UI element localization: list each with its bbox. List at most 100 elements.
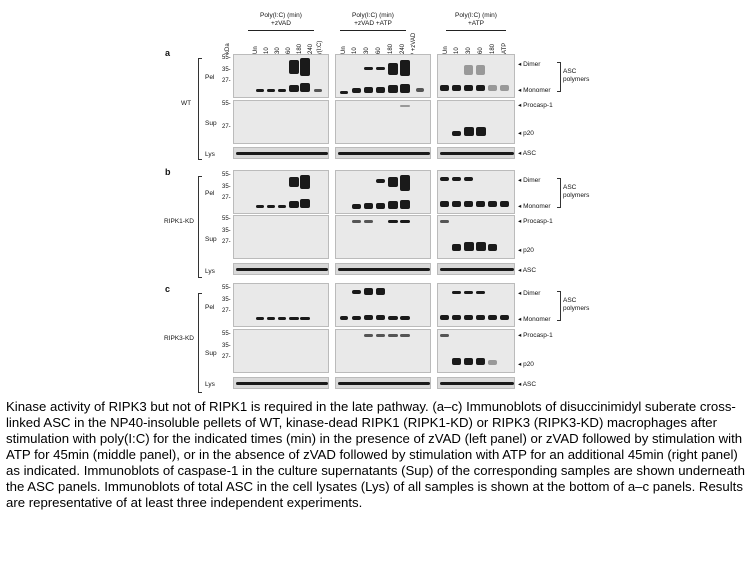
blot-b-pel-right — [437, 170, 515, 214]
middle-header-rule — [340, 30, 406, 31]
blot-b-sup-left — [233, 215, 329, 259]
lane-label: Un — [443, 46, 449, 54]
panel-letter-c: c — [165, 284, 171, 294]
label-asc: ◂ ASC — [518, 381, 537, 388]
condition-label-ripk3-kd: RIPK3-KD — [164, 335, 194, 342]
label-p20: ◂ p20 — [518, 247, 534, 254]
blot-a-pel-right — [437, 54, 515, 98]
left-header-rule — [248, 30, 314, 31]
asc-polymers-label: ASC polymers — [563, 297, 590, 312]
blot-a-pel-left — [233, 54, 329, 98]
marker-35: 35- — [222, 67, 231, 73]
label-dimer: ◂ Dimer — [518, 290, 541, 297]
right-header: Poly(I:C) (min) +ATP — [446, 12, 506, 28]
marker-35: 35- — [222, 184, 231, 190]
blot-a-sup-left — [233, 100, 329, 144]
lane-label: ATP — [502, 42, 508, 54]
blot-c-lys-right — [437, 377, 515, 389]
marker-27: 27- — [222, 195, 231, 201]
marker-35: 35- — [222, 297, 231, 303]
blot-c-lys-middle — [335, 377, 431, 389]
blot-b-lys-middle — [335, 263, 431, 275]
condition-bracket — [198, 58, 202, 160]
right-header-line2: +ATP — [468, 20, 484, 27]
row-label-sup: Sup — [205, 236, 217, 243]
marker-27: 27- — [222, 354, 231, 360]
asc-polymers-label: ASC polymers — [563, 68, 590, 83]
lane-label: 240 — [308, 43, 314, 54]
lane-label: 10 — [264, 47, 270, 54]
condition-bracket — [198, 176, 202, 278]
marker-35: 35- — [222, 343, 231, 349]
figure-caption: Kinase activity of RIPK3 but not of RIPK… — [6, 399, 745, 510]
label-dimer: ◂ Dimer — [518, 177, 541, 184]
left-header-line2: +zVAD — [271, 20, 291, 27]
label-monomer: ◂ Monomer — [518, 316, 551, 323]
row-label-lys: Lys — [205, 381, 215, 388]
blot-c-sup-right — [437, 329, 515, 373]
blot-c-pel-right — [437, 283, 515, 327]
blot-b-sup-middle — [335, 215, 431, 259]
row-label-pel: Pel — [205, 304, 215, 311]
left-header-line1: Poly(I:C) (min) — [260, 12, 302, 19]
middle-header: Poly(I:C) (min) +zVAD +ATP — [340, 12, 406, 28]
lane-label: 30 — [466, 47, 472, 54]
marker-27: 27- — [222, 124, 231, 130]
lane-label: 60 — [286, 47, 292, 54]
marker-55: 55- — [222, 172, 231, 178]
label-p20: ◂ p20 — [518, 130, 534, 137]
marker-55: 55- — [222, 55, 231, 61]
label-monomer: ◂ Monomer — [518, 203, 551, 210]
blot-b-pel-middle — [335, 170, 431, 214]
condition-label-wt: WT — [181, 100, 192, 107]
lane-label: 30 — [364, 47, 370, 54]
marker-35: 35- — [222, 228, 231, 234]
condition-label-ripk1-kd: RIPK1-KD — [164, 218, 194, 225]
lane-label: 240 — [400, 43, 406, 54]
blot-a-lys-left — [233, 147, 329, 159]
blot-a-pel-middle — [335, 54, 431, 98]
blot-c-sup-middle — [335, 329, 431, 373]
label-p20: ◂ p20 — [518, 361, 534, 368]
label-procasp: ◂ Procasp-1 — [518, 102, 553, 109]
row-label-pel: Pel — [205, 74, 215, 81]
blot-b-sup-right — [437, 215, 515, 259]
blot-b-lys-left — [233, 263, 329, 275]
right-header-line1: Poly(I:C) (min) — [455, 12, 497, 19]
label-monomer: ◂ Monomer — [518, 87, 551, 94]
blot-a-sup-right — [437, 100, 515, 144]
lane-label: 180 — [490, 43, 496, 54]
blot-b-lys-right — [437, 263, 515, 275]
lane-label: Un — [341, 46, 347, 54]
blot-b-pel-left — [233, 170, 329, 214]
lane-label: Un — [253, 46, 259, 54]
marker-27: 27- — [222, 308, 231, 314]
blot-a-lys-right — [437, 147, 515, 159]
row-label-pel: Pel — [205, 190, 215, 197]
condition-bracket — [198, 293, 202, 393]
row-label-sup: Sup — [205, 350, 217, 357]
middle-header-line2: +zVAD +ATP — [354, 20, 392, 27]
label-asc: ◂ ASC — [518, 150, 537, 157]
lane-label: 60 — [376, 47, 382, 54]
asc-polymers-label: ASC polymers — [563, 184, 590, 199]
row-label-sup: Sup — [205, 120, 217, 127]
marker-27: 27- — [222, 239, 231, 245]
label-procasp: ◂ Procasp-1 — [518, 332, 553, 339]
left-header: Poly(I:C) (min) +zVAD — [248, 12, 314, 28]
asc-polymer-bracket — [557, 291, 561, 321]
lane-label: 60 — [478, 47, 484, 54]
row-label-lys: Lys — [205, 268, 215, 275]
asc-polymer-bracket — [557, 178, 561, 208]
marker-55: 55- — [222, 285, 231, 291]
blot-c-lys-left — [233, 377, 329, 389]
marker-55: 55- — [222, 101, 231, 107]
marker-55: 55- — [222, 331, 231, 337]
label-procasp: ◂ Procasp-1 — [518, 218, 553, 225]
middle-header-line1: Poly(I:C) (min) — [352, 12, 394, 19]
marker-27: 27- — [222, 78, 231, 84]
blot-c-sup-left — [233, 329, 329, 373]
blot-c-pel-middle — [335, 283, 431, 327]
label-asc: ◂ ASC — [518, 267, 537, 274]
lane-label: 10 — [454, 47, 460, 54]
